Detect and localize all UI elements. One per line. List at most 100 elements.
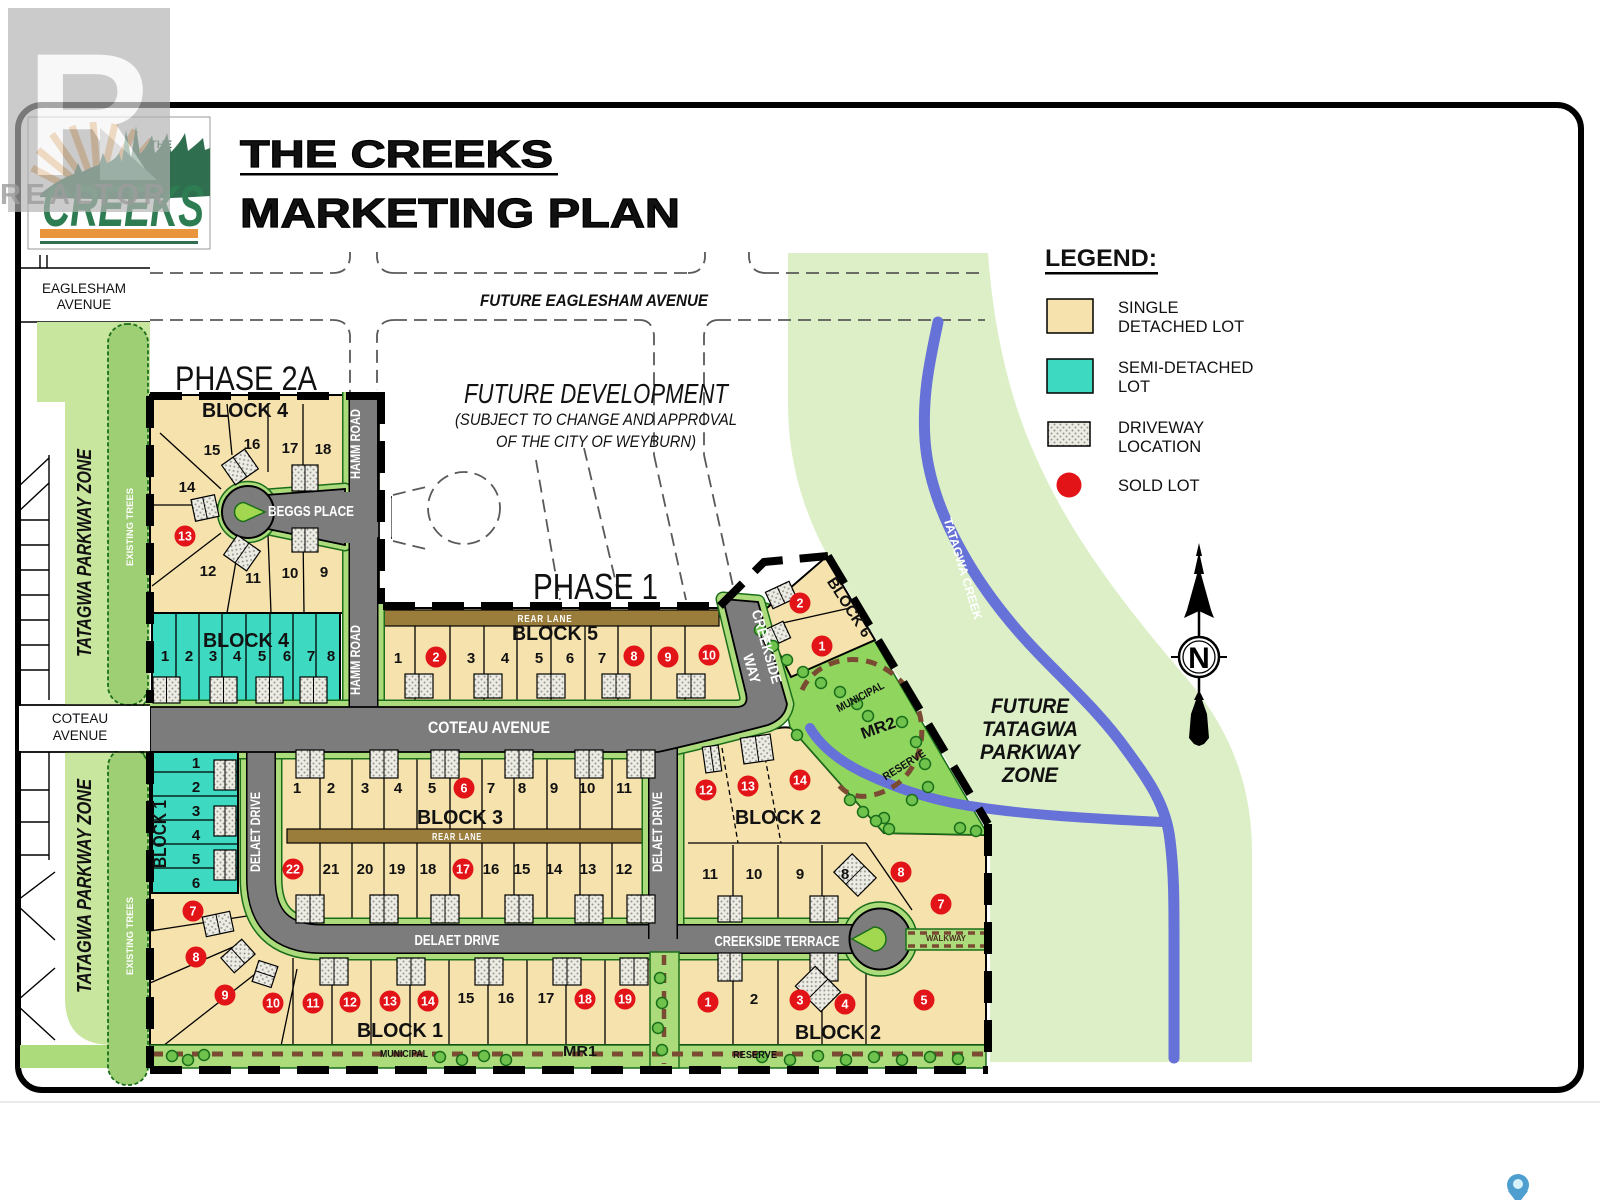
svg-text:1: 1 xyxy=(394,650,402,667)
svg-text:11: 11 xyxy=(702,866,718,883)
svg-text:4: 4 xyxy=(394,780,403,797)
svg-text:PHASE 2A: PHASE 2A xyxy=(175,360,317,398)
svg-text:THE CREEKS: THE CREEKS xyxy=(240,134,553,176)
svg-text:11: 11 xyxy=(306,997,319,1011)
svg-text:16: 16 xyxy=(244,436,261,453)
svg-text:13: 13 xyxy=(178,530,192,544)
svg-text:5: 5 xyxy=(428,780,436,797)
svg-text:2: 2 xyxy=(192,779,200,796)
svg-text:10: 10 xyxy=(702,649,716,663)
svg-text:DELAET DRIVE: DELAET DRIVE xyxy=(247,792,263,872)
svg-text:16: 16 xyxy=(498,990,515,1007)
svg-text:LOT: LOT xyxy=(1118,378,1150,396)
svg-text:COTEAU AVENUE: COTEAU AVENUE xyxy=(428,718,550,737)
svg-text:2: 2 xyxy=(185,648,193,665)
svg-text:18: 18 xyxy=(420,861,437,878)
svg-text:SEMI-DETACHED: SEMI-DETACHED xyxy=(1118,359,1253,377)
svg-text:BLOCK 3: BLOCK 3 xyxy=(417,807,503,829)
svg-text:OF THE CITY OF WEYBURN): OF THE CITY OF WEYBURN) xyxy=(496,433,696,451)
svg-text:RESERVE: RESERVE xyxy=(733,1050,777,1061)
svg-text:14: 14 xyxy=(421,995,435,1009)
svg-text:3: 3 xyxy=(209,648,217,665)
svg-text:17: 17 xyxy=(538,990,555,1007)
svg-text:8: 8 xyxy=(841,866,849,883)
svg-text:EXISTING TREES: EXISTING TREES xyxy=(125,488,136,566)
svg-text:8: 8 xyxy=(327,648,335,665)
svg-text:BLOCK 2: BLOCK 2 xyxy=(795,1022,881,1044)
svg-text:BLOCK 5: BLOCK 5 xyxy=(512,623,598,645)
svg-text:DELAET DRIVE: DELAET DRIVE xyxy=(649,792,665,872)
svg-text:9: 9 xyxy=(796,866,804,883)
svg-text:BLOCK 4: BLOCK 4 xyxy=(202,400,289,422)
svg-text:2: 2 xyxy=(327,780,335,797)
svg-text:10: 10 xyxy=(746,866,763,883)
svg-text:HAMM ROAD: HAMM ROAD xyxy=(347,625,363,695)
svg-text:13: 13 xyxy=(383,995,397,1009)
svg-text:12: 12 xyxy=(343,996,357,1010)
svg-text:EAGLESHAM: EAGLESHAM xyxy=(42,281,126,296)
svg-text:6: 6 xyxy=(283,648,291,665)
svg-text:5: 5 xyxy=(921,994,928,1008)
svg-text:1: 1 xyxy=(192,755,200,772)
svg-text:REAR LANE: REAR LANE xyxy=(518,614,573,625)
svg-text:TATAGWA PARKWAY ZONE: TATAGWA PARKWAY ZONE xyxy=(74,448,96,657)
svg-text:FUTURE EAGLESHAM AVENUE: FUTURE EAGLESHAM AVENUE xyxy=(480,291,709,310)
svg-text:DELAET DRIVE: DELAET DRIVE xyxy=(415,932,500,949)
svg-text:4: 4 xyxy=(233,648,242,665)
svg-text:17: 17 xyxy=(456,863,470,877)
svg-text:15: 15 xyxy=(514,861,531,878)
svg-text:EXISTING TREES: EXISTING TREES xyxy=(125,897,136,975)
svg-text:10: 10 xyxy=(282,565,299,582)
svg-text:2: 2 xyxy=(797,597,804,611)
svg-text:4: 4 xyxy=(192,827,201,844)
svg-text:LEGEND:: LEGEND: xyxy=(1045,245,1157,272)
svg-text:15: 15 xyxy=(204,442,221,459)
svg-text:10: 10 xyxy=(266,997,280,1011)
svg-text:DETACHED LOT: DETACHED LOT xyxy=(1118,318,1244,336)
svg-text:R: R xyxy=(26,18,152,213)
svg-text:14: 14 xyxy=(546,861,563,878)
svg-text:1: 1 xyxy=(293,780,301,797)
svg-text:PARKWAY: PARKWAY xyxy=(980,741,1082,764)
svg-text:BLOCK 1: BLOCK 1 xyxy=(150,800,170,868)
svg-text:7: 7 xyxy=(598,650,606,667)
svg-text:3: 3 xyxy=(797,994,804,1008)
svg-text:TATAGWA PARKWAY ZONE: TATAGWA PARKWAY ZONE xyxy=(74,778,96,993)
svg-text:13: 13 xyxy=(741,780,755,794)
svg-text:21: 21 xyxy=(323,861,340,878)
svg-text:6: 6 xyxy=(192,875,200,892)
svg-text:REALTOR: REALTOR xyxy=(0,179,169,211)
svg-text:8: 8 xyxy=(631,650,638,664)
svg-text:AVENUE: AVENUE xyxy=(53,728,108,743)
svg-text:3: 3 xyxy=(467,650,475,667)
svg-text:7: 7 xyxy=(190,905,197,919)
svg-text:12: 12 xyxy=(200,563,217,580)
svg-text:11: 11 xyxy=(245,570,261,587)
svg-text:8: 8 xyxy=(518,780,526,797)
svg-text:2: 2 xyxy=(750,991,758,1008)
svg-text:BLOCK 4: BLOCK 4 xyxy=(203,630,290,652)
svg-text:BEGGS PLACE: BEGGS PLACE xyxy=(268,503,354,520)
svg-text:FUTURE DEVELOPMENT: FUTURE DEVELOPMENT xyxy=(464,378,729,409)
svg-text:19: 19 xyxy=(389,861,406,878)
svg-text:(SUBJECT TO CHANGE AND APPROVA: (SUBJECT TO CHANGE AND APPROVAL xyxy=(455,411,737,429)
svg-text:COTEAU: COTEAU xyxy=(52,711,108,726)
svg-text:6: 6 xyxy=(566,650,574,667)
svg-text:19: 19 xyxy=(618,993,632,1007)
svg-text:15: 15 xyxy=(458,990,475,1007)
svg-text:20: 20 xyxy=(357,861,374,878)
svg-text:8: 8 xyxy=(193,951,200,965)
svg-text:DRIVEWAY: DRIVEWAY xyxy=(1118,419,1204,437)
svg-text:5: 5 xyxy=(535,650,543,667)
svg-text:22: 22 xyxy=(286,863,300,877)
svg-text:11: 11 xyxy=(616,780,632,797)
svg-text:5: 5 xyxy=(258,648,266,665)
svg-text:PHASE 1: PHASE 1 xyxy=(533,566,658,607)
svg-text:7: 7 xyxy=(487,780,495,797)
svg-text:18: 18 xyxy=(578,993,592,1007)
svg-text:12: 12 xyxy=(616,861,633,878)
svg-text:AVENUE: AVENUE xyxy=(57,297,112,312)
svg-text:REAR LANE: REAR LANE xyxy=(432,832,482,843)
svg-text:SINGLE: SINGLE xyxy=(1118,299,1179,317)
svg-text:3: 3 xyxy=(192,803,200,820)
